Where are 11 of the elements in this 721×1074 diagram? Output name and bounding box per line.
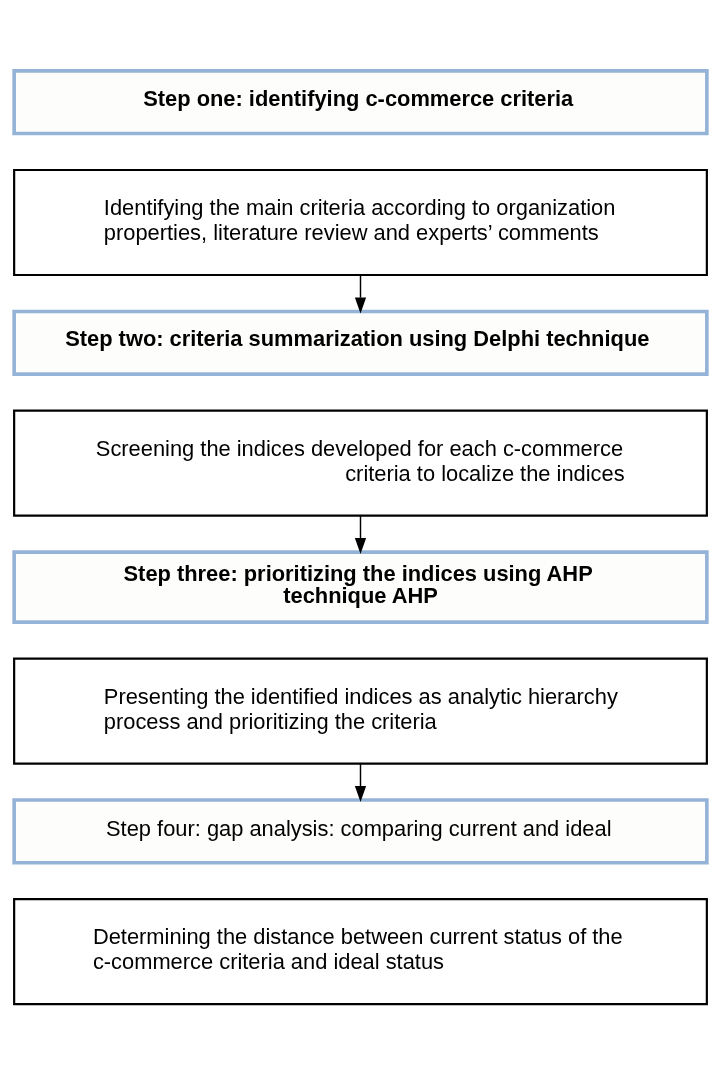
arrow bbox=[354, 514, 367, 554]
node-box: Screening the indices developed for each c-commerce criteria to localize the indices bbox=[13, 409, 708, 517]
node-box: Determining the distance between current status of the c-commerce criteria and ideal status bbox=[13, 897, 708, 1005]
node-box: Step four: gap analysis: comparing current and ideal bbox=[12, 797, 709, 865]
arrow bbox=[354, 762, 367, 802]
node-box: Identifying the main criteria according to organization properties, literature review and experts’ comments bbox=[13, 168, 708, 276]
node-box: Step one: identifying c-commerce criteria bbox=[12, 68, 709, 135]
arrow bbox=[354, 273, 367, 313]
node-box: Step two: criteria summarization using Delphi technique bbox=[12, 309, 709, 376]
node-box: Presenting the identified indices as analytic hierarchy process and prioritizing the criteria bbox=[13, 656, 708, 765]
node-box: Step three: prioritizing the indices using AHP technique AHP bbox=[12, 549, 709, 624]
